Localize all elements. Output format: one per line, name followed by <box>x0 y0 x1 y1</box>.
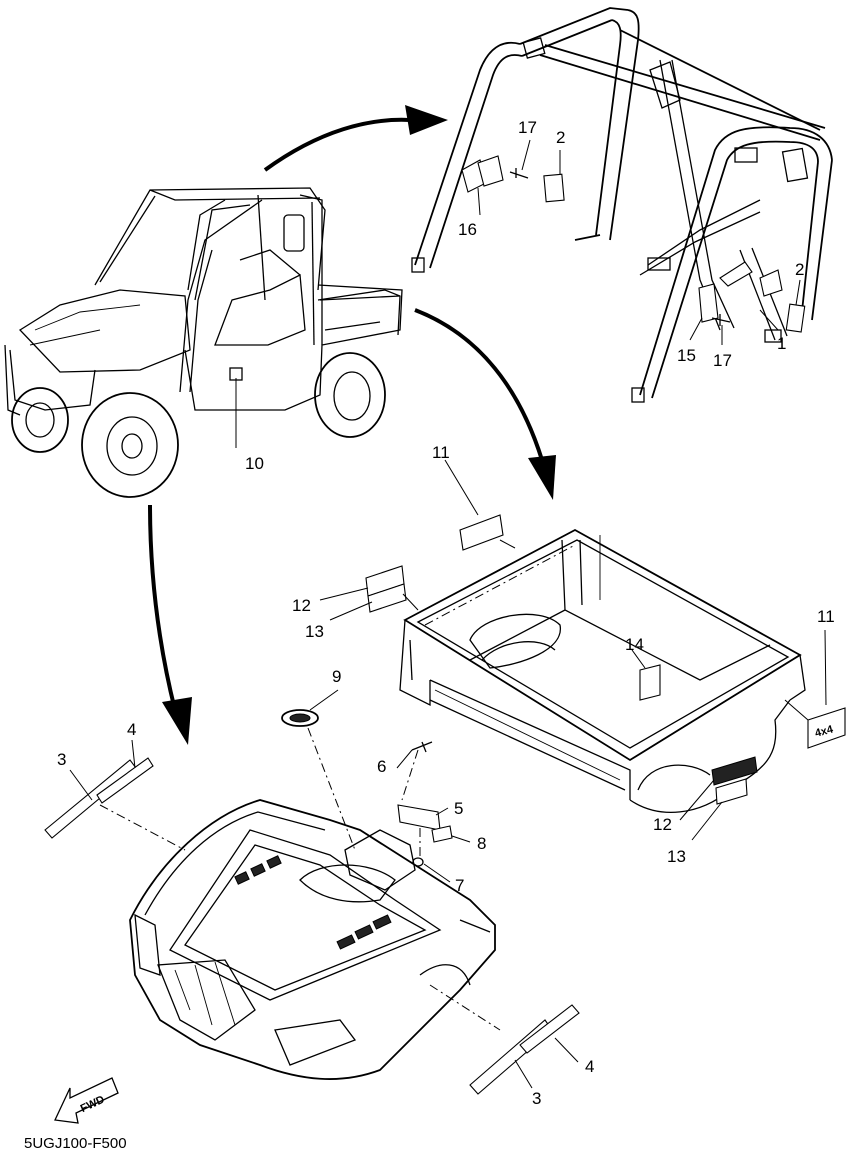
decal-15 <box>698 283 719 323</box>
callout-3: 3 <box>57 750 66 769</box>
callout-numbers: 1 2 2 3 3 4 4 5 6 7 8 9 10 11 11 12 12 1… <box>57 118 835 1108</box>
callout-12: 12 <box>653 815 672 834</box>
svg-text:4x4: 4x4 <box>814 723 836 740</box>
decal-4-lower <box>519 1004 580 1054</box>
callout-17: 17 <box>518 118 537 137</box>
fwd-label: FWD <box>79 1094 107 1115</box>
arrow-head-to-hood <box>162 697 192 745</box>
decal-13-upper <box>367 583 407 613</box>
decal-11-upper <box>459 514 504 551</box>
clip-17-upper <box>509 168 529 179</box>
callout-4: 4 <box>127 720 136 739</box>
callout-4: 4 <box>585 1057 594 1076</box>
arrow-head-to-cage <box>405 105 448 135</box>
part-9-emblem <box>281 709 319 727</box>
callout-11: 11 <box>432 443 450 462</box>
decal-11-4x4 <box>807 707 846 749</box>
decal-14 <box>639 664 661 701</box>
callout-2: 2 <box>556 128 565 147</box>
diagram-code: 5UGJ100-F500 <box>24 1135 127 1152</box>
callout-2: 2 <box>795 260 804 279</box>
decal-2-right <box>785 303 806 333</box>
cargo-bed: 4x4 <box>319 459 846 841</box>
part-6-bolt <box>411 741 433 753</box>
callout-15: 15 <box>677 346 696 365</box>
direction-arrows <box>148 105 556 745</box>
callout-3: 3 <box>532 1089 541 1108</box>
callout-8: 8 <box>477 834 486 853</box>
callout-13: 13 <box>667 847 686 866</box>
callout-14: 14 <box>625 635 644 654</box>
callout-9: 9 <box>332 667 341 686</box>
arrow-head-to-bed <box>528 455 556 500</box>
callout-12: 12 <box>292 596 311 615</box>
decal-13-lower <box>715 778 748 805</box>
callout-6: 6 <box>377 757 386 776</box>
hood-assembly <box>44 689 580 1095</box>
vehicle-overview <box>4 187 403 498</box>
decal-12-lower <box>711 756 758 786</box>
fwd-arrow: FWD <box>54 1077 119 1124</box>
callout-16: 16 <box>458 220 477 239</box>
decal-4-upper <box>96 757 154 804</box>
callout-17: 17 <box>713 351 732 370</box>
callout-13: 13 <box>305 622 324 641</box>
callout-11: 11 <box>817 607 835 626</box>
part-7-rivet <box>412 857 424 867</box>
part-5-plate <box>397 804 441 831</box>
decal-3-upper <box>44 759 137 839</box>
part-8-clip <box>431 825 453 843</box>
callout-5: 5 <box>454 799 463 818</box>
clip-17-lower <box>711 314 731 326</box>
callout-10: 10 <box>245 454 264 473</box>
decal-1 <box>719 261 753 287</box>
roll-cage <box>411 7 833 403</box>
decal-2-left <box>543 173 565 203</box>
callout-1: 1 <box>777 334 786 353</box>
callout-7: 7 <box>455 876 464 895</box>
